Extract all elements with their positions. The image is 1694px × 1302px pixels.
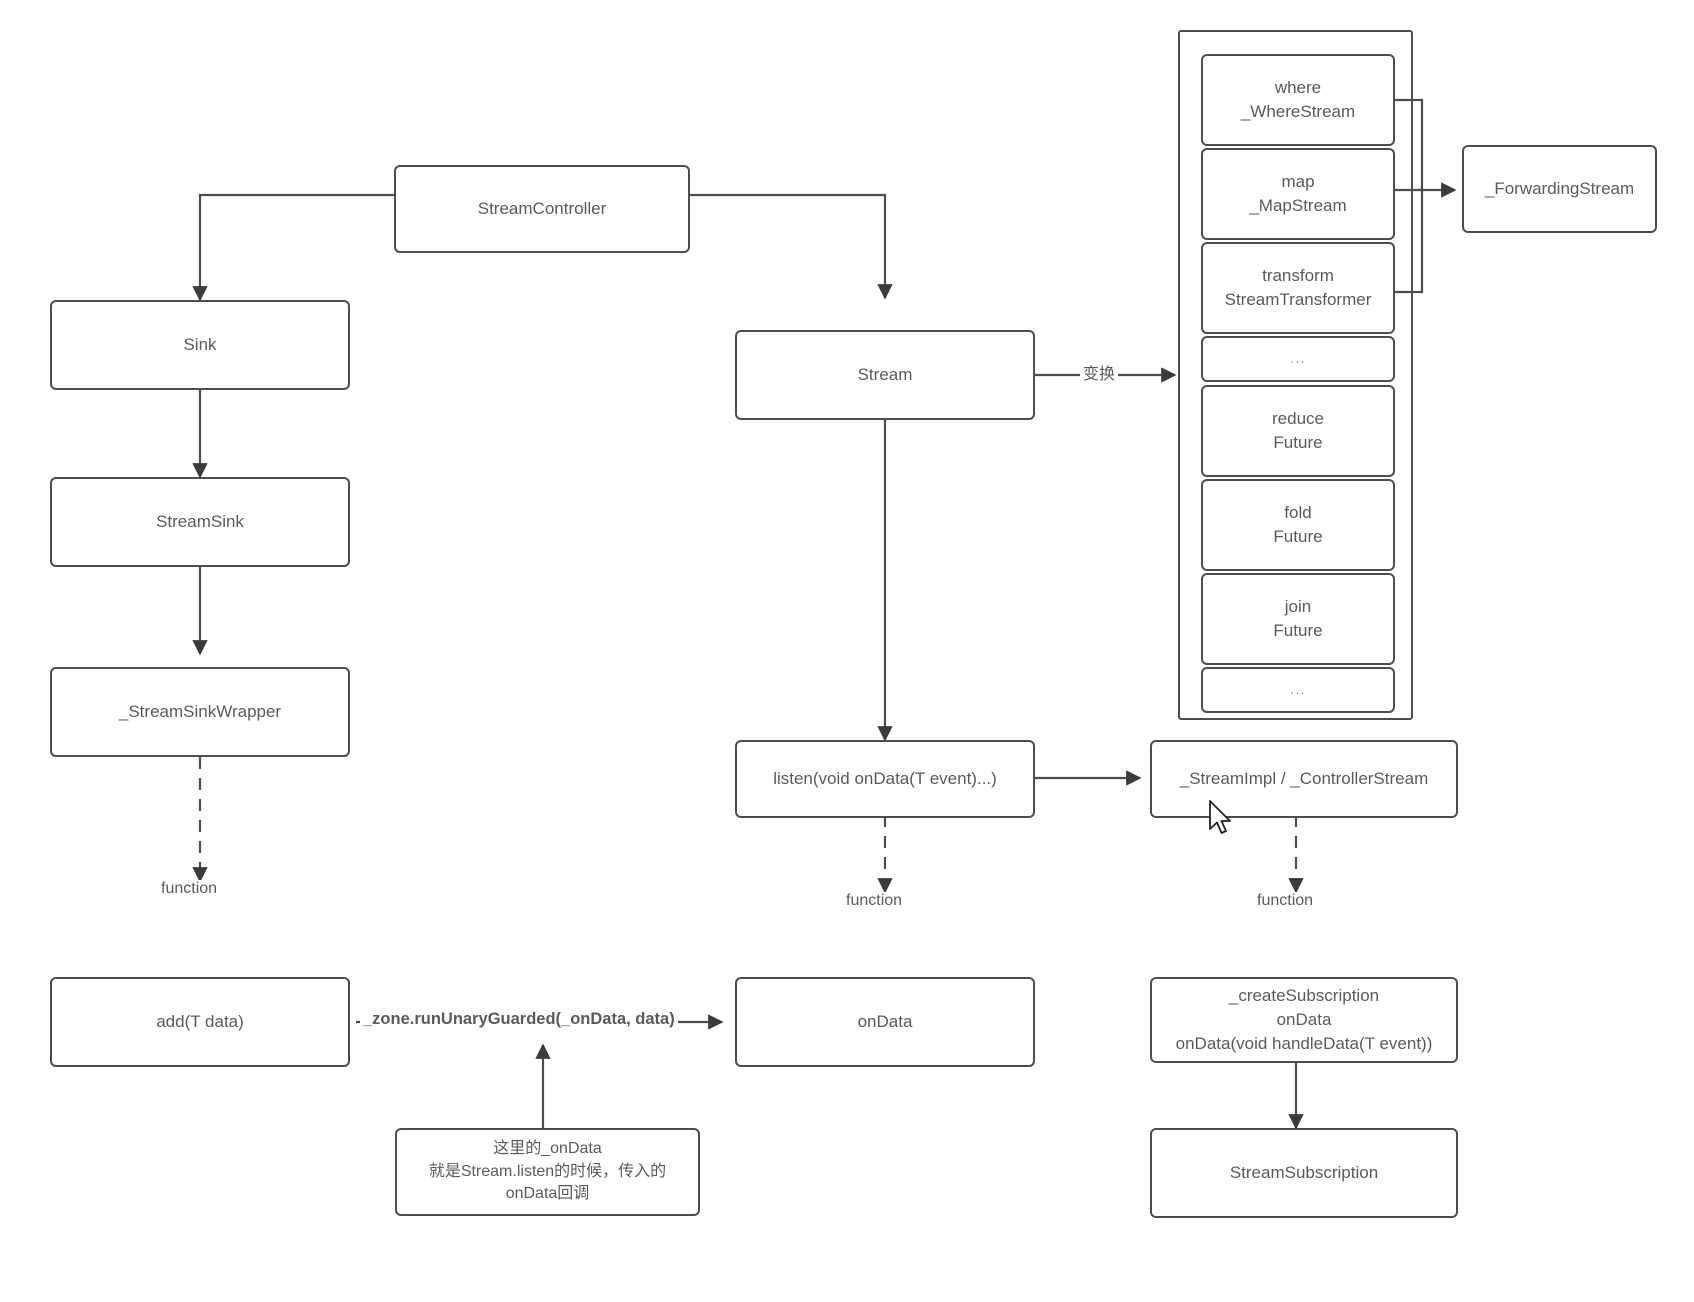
node-create-subscription[interactable]: _createSubscription onData onData(void h… <box>1150 977 1458 1063</box>
node-sink[interactable]: Sink <box>50 300 350 390</box>
transform-item-fold[interactable]: fold Future <box>1201 479 1395 571</box>
transform-item-join[interactable]: join Future <box>1201 573 1395 665</box>
node-stream-subscription[interactable]: StreamSubscription <box>1150 1128 1458 1218</box>
transform-item-ellipsis-bottom[interactable]: ... <box>1201 667 1395 713</box>
node-add-t-data[interactable]: add(T data) <box>50 977 350 1067</box>
node-stream-impl[interactable]: _StreamImpl / _ControllerStream <box>1150 740 1458 818</box>
node-stream[interactable]: Stream <box>735 330 1035 420</box>
edge-label-function-right: function <box>1254 892 1317 910</box>
node-stream-sink[interactable]: StreamSink <box>50 477 350 567</box>
transform-item-where[interactable]: where _WhereStream <box>1201 54 1395 146</box>
node-stream-controller[interactable]: StreamController <box>394 165 690 253</box>
edge-label-function-center: function <box>843 892 906 910</box>
node-stream-sink-wrapper[interactable]: _StreamSinkWrapper <box>50 667 350 757</box>
transform-group-container <box>1178 30 1413 720</box>
transform-item-map[interactable]: map _MapStream <box>1201 148 1395 240</box>
transform-item-ellipsis-top[interactable]: ... <box>1201 336 1395 382</box>
edge-label-function-left: function <box>158 880 221 898</box>
node-listen[interactable]: listen(void onData(T event)...) <box>735 740 1035 818</box>
transform-item-transform[interactable]: transform StreamTransformer <box>1201 242 1395 334</box>
transform-item-reduce[interactable]: reduce Future <box>1201 385 1395 477</box>
edge-label-transform-cn: 变换 <box>1080 360 1119 384</box>
note-on-data-explanation: 这里的_onData 就是Stream.listen的时候，传入的 onData… <box>395 1128 700 1216</box>
node-forwarding-stream[interactable]: _ForwardingStream <box>1462 145 1657 233</box>
node-on-data[interactable]: onData <box>735 977 1035 1067</box>
edge-label-zone-run-unary-guarded: _zone.runUnaryGuarded(_onData, data) <box>360 1010 678 1029</box>
